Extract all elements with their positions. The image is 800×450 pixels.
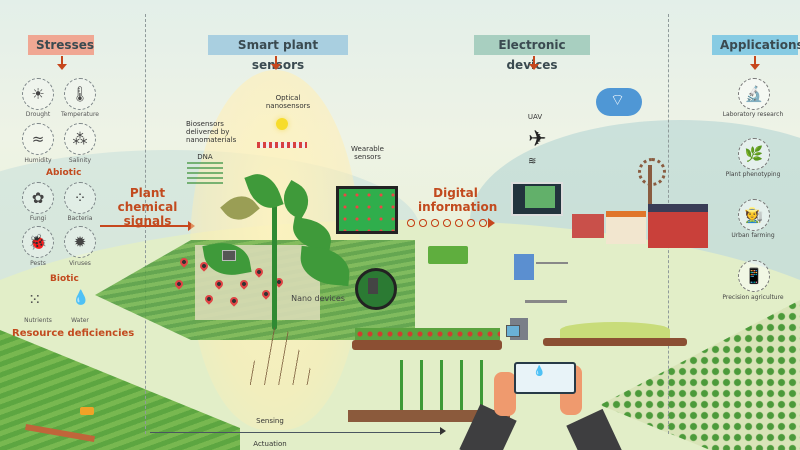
- windmill-wheel: [638, 158, 666, 186]
- header-applications: Applications: [712, 35, 800, 55]
- application-label: Precision agriculture: [722, 294, 784, 301]
- arrow-right-icon: [100, 225, 190, 227]
- drone-icon: ✈: [528, 127, 547, 152]
- water-drops-icon: 💧: [72, 290, 90, 306]
- application-label: Laboratory research: [722, 111, 784, 118]
- wearable-sensor-zoom: [336, 186, 398, 234]
- router-icon: [428, 246, 468, 264]
- sprinkler-arm: [525, 300, 567, 303]
- vegetable-bed: [352, 340, 502, 350]
- divider: [145, 14, 146, 434]
- microscope-icon: 🔬: [738, 78, 770, 110]
- tractor-icon: [80, 407, 94, 415]
- sun-glow-icon: [276, 118, 288, 130]
- arrow-head: [440, 427, 446, 435]
- stress-label: Bacteria: [67, 215, 93, 222]
- sensing-label: Sensing: [256, 417, 284, 425]
- arrow-down-icon: [529, 56, 539, 70]
- header-sensors: Smart plant sensors: [208, 35, 348, 72]
- arrow-down-icon: [750, 56, 760, 70]
- wearable-sensors-label: Wearable sensors: [351, 145, 384, 161]
- sun-icon: ☀: [22, 78, 54, 110]
- plant-stem: [272, 200, 277, 330]
- cloud-wifi-icon: [596, 88, 642, 116]
- monitor-screen: [525, 186, 555, 208]
- water-tank-icon: [514, 254, 534, 280]
- virus-icon: ✹: [64, 226, 96, 258]
- smartphone-icon: [514, 362, 576, 394]
- nano-devices-label: Nano devices: [291, 294, 345, 303]
- application-label: Plant phenotyping: [725, 171, 781, 178]
- thermometer-icon: 🌡: [64, 78, 96, 110]
- house-icon: [606, 211, 646, 244]
- nutrients-icon: ⁙: [28, 290, 42, 309]
- bug-icon: 🐞: [22, 226, 54, 258]
- signal-icon: ≋: [528, 156, 537, 167]
- salt-icon: ⁂: [64, 123, 96, 155]
- corn-plants: [390, 360, 500, 410]
- plant-chemical-signals-label: Plant chemical signals: [117, 186, 178, 228]
- dna-strand-icon: [257, 142, 307, 148]
- stress-label: Pests: [30, 260, 46, 267]
- windmill-icon: [648, 165, 652, 210]
- waves-icon: ≈: [22, 123, 54, 155]
- fungi-icon: ✿: [22, 182, 54, 214]
- tablet-icon: 📱: [738, 260, 770, 292]
- stress-label: Viruses: [69, 260, 91, 267]
- farmer-icon: 🧑‍🌾: [738, 199, 770, 231]
- digital-information-label: Digital information: [418, 186, 498, 214]
- vegetables: [355, 328, 500, 340]
- wifi-icon: ⌔: [610, 90, 626, 109]
- uav-label: UAV: [527, 113, 543, 121]
- header-stresses: Stresses: [28, 35, 94, 55]
- chip-icon: [222, 250, 236, 261]
- dna-label: DNA: [197, 153, 213, 161]
- wavy-arrow-icon: [405, 219, 490, 227]
- stress-label: Water: [71, 317, 89, 324]
- left-hand: [494, 372, 516, 416]
- arrow-down-icon: [271, 56, 281, 70]
- stress-label: Humidity: [24, 157, 52, 164]
- biosensors-label: Biosensors delivered by nanomaterials: [186, 120, 237, 144]
- actuation-arrow: [150, 432, 440, 433]
- header-devices: Electronic devices: [474, 35, 590, 72]
- group-resource-deficiencies: Resource deficiencies: [12, 328, 135, 339]
- chip-icon: [368, 278, 378, 294]
- lettuce: [560, 322, 670, 338]
- corn-bed: [348, 410, 510, 422]
- house-icon: [572, 214, 604, 238]
- stress-label: Drought: [25, 111, 51, 118]
- irrigation-icon: [536, 262, 568, 264]
- stress-label: Fungi: [29, 215, 47, 222]
- group-biotic: Biotic: [50, 274, 79, 284]
- drop-icon: 💧: [533, 366, 546, 377]
- plant-icon: 🌿: [738, 138, 770, 170]
- robot-screen: [506, 325, 520, 337]
- stress-label: Temperature: [60, 111, 99, 118]
- application-label: Urban farming: [731, 232, 775, 239]
- bacteria-icon: ⁘: [64, 182, 96, 214]
- arrow-head: [488, 218, 495, 228]
- stress-label: Nutrients: [24, 317, 52, 324]
- lettuce-bed: [543, 338, 687, 346]
- actuation-label: Actuation: [253, 440, 287, 448]
- optical-nanosensors-label: Optical nanosensors: [265, 94, 311, 110]
- arrow-down-icon: [57, 56, 67, 70]
- dna-structure-icon: [187, 162, 223, 184]
- barn-icon: [648, 204, 708, 248]
- stress-label: Salinity: [68, 157, 92, 164]
- group-abiotic: Abiotic: [46, 168, 82, 178]
